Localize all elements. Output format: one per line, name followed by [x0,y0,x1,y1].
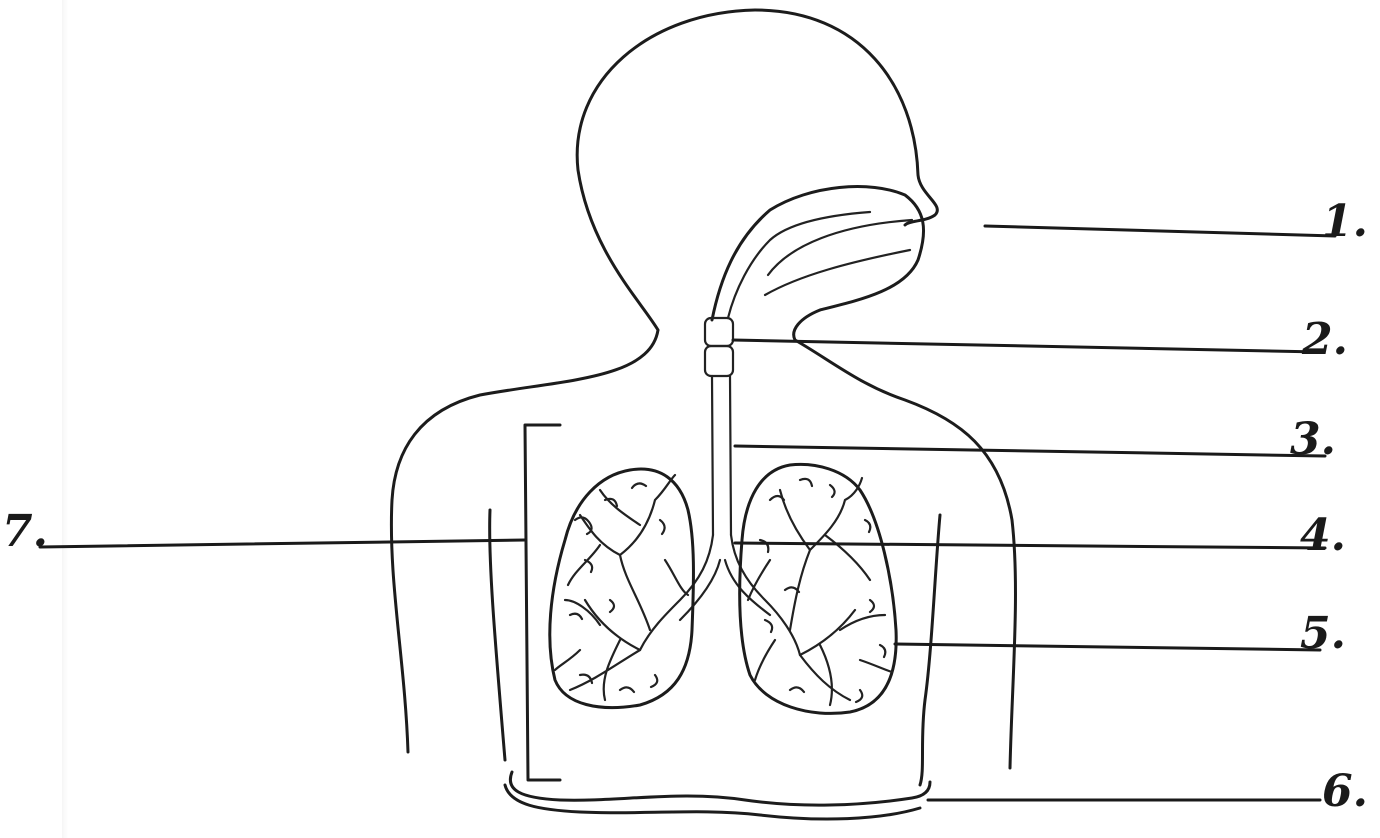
left-lung [550,469,694,708]
leader-1 [985,226,1335,236]
body-outline [391,10,937,752]
larynx [705,318,733,346]
bronchi [640,535,800,655]
right-arm-inner [920,515,940,785]
larynx-lower [705,346,733,376]
leader-4 [735,543,1325,548]
label-6: 6. [1322,770,1368,814]
left-arm-inner [490,510,505,760]
leader-2 [733,340,1320,352]
label-4: 4. [1300,514,1346,558]
label-5: 5. [1300,612,1346,656]
leader-5 [895,644,1320,650]
label-1: 1. [1322,200,1368,244]
nasal-cavity [712,187,924,340]
alveoli-texture [570,479,885,702]
label-3: 3. [1290,418,1336,462]
label-2: 2. [1302,318,1348,362]
leader-7 [40,540,525,547]
diaphragm [505,772,930,819]
bracket-7 [525,425,560,780]
nasal-passage [765,220,912,295]
left-bronchioles [555,475,688,700]
label-7: 7. [2,510,48,554]
leader-3 [735,446,1325,456]
right-shoulder [795,340,1015,768]
trachea [712,376,731,535]
